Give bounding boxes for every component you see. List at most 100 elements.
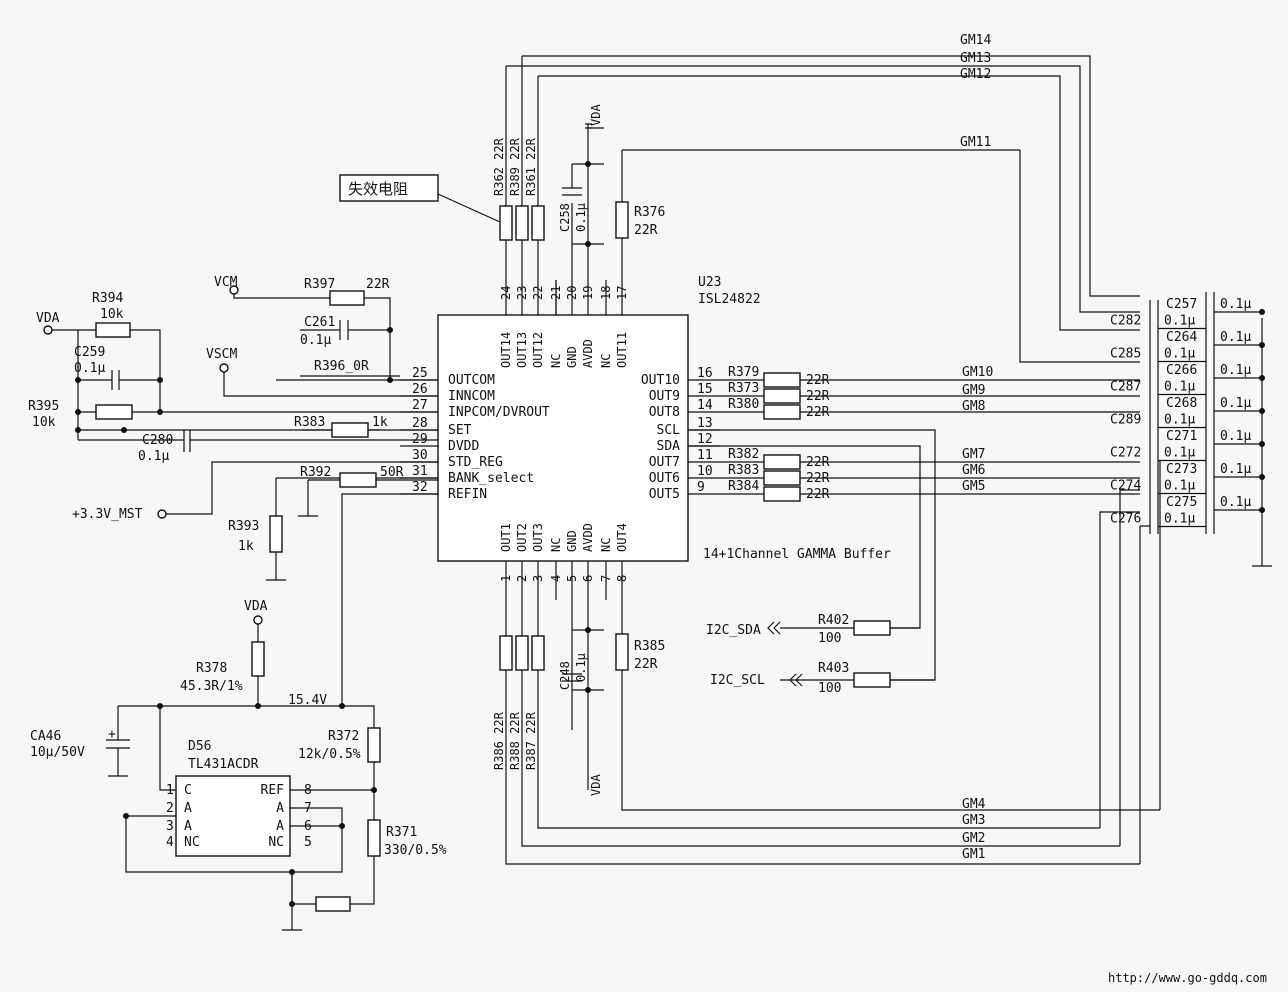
- vda-left-label: VDA: [36, 311, 60, 326]
- ic-pin-name: OUT6: [649, 471, 680, 486]
- cap-ref: C287: [1110, 380, 1141, 395]
- resistor-ref: R383: [728, 463, 759, 478]
- gm9-label: GM9: [962, 383, 985, 398]
- r395-value: 10k: [32, 415, 56, 430]
- r403-value: 100: [818, 681, 841, 696]
- cap-ref: C289: [1110, 413, 1141, 428]
- ic-pin-name: REFIN: [448, 487, 487, 502]
- ca46-plus: +: [108, 727, 116, 742]
- r383-left-label: R383: [294, 415, 325, 430]
- reg-pin-num: 3: [166, 819, 174, 834]
- ic-pin-num: 13: [697, 416, 713, 431]
- resistor-r387: [531, 635, 545, 671]
- ic-pin-num: 15: [697, 382, 713, 397]
- ic-caption: 14+1Channel GAMMA Buffer: [703, 547, 891, 562]
- c258-label: C258: [558, 203, 572, 232]
- r395-label: R395: [28, 399, 59, 414]
- cap-value: 0.1μ: [1164, 479, 1195, 494]
- r388-label: R388 22R: [508, 711, 522, 770]
- ic-pin-name: OUT3: [531, 523, 545, 552]
- r403-label: R403: [818, 661, 849, 676]
- i2c-scl-label: I2C_SCL: [710, 673, 765, 688]
- ic-pin-num: 25: [412, 366, 428, 381]
- ic-pin-name: OUT9: [649, 389, 680, 404]
- cap-value: 0.1μ: [1220, 462, 1251, 477]
- c259-plates: [111, 370, 120, 390]
- ca46-label: CA46: [30, 729, 61, 744]
- cap-value: 0.1μ: [1164, 512, 1195, 527]
- resistor-r371: [367, 819, 381, 857]
- cap-value: 0.1μ: [1164, 347, 1195, 362]
- tl431-label: TL431ACDR: [188, 757, 259, 772]
- r372-label: R372: [328, 729, 359, 744]
- resistor-r394: [95, 322, 131, 338]
- cap-value: 0.1μ: [1220, 495, 1251, 510]
- vscm-label: VSCM: [206, 347, 237, 362]
- ic-pin-name: OUTCOM: [448, 373, 495, 388]
- right-resistors: R37922RR37322RR38022RR38222RR38322RR3842…: [720, 365, 1140, 502]
- resistor-value: 22R: [806, 389, 830, 404]
- ic-pin-num: 10: [697, 464, 713, 479]
- vda-reg-label: VDA: [244, 599, 268, 614]
- resistor-r403: [853, 672, 891, 688]
- cap-value: 0.1μ: [1164, 413, 1195, 428]
- ic-pin-num: 26: [412, 382, 428, 397]
- ic-pin-num: 12: [697, 432, 713, 447]
- ic-pin-name: SCL: [657, 423, 681, 438]
- r371-value: 330/0.5%: [384, 843, 447, 858]
- ic-pin-num: 16: [697, 366, 713, 381]
- c248-label: C248: [558, 661, 572, 690]
- ic-pin-num: 11: [697, 448, 713, 463]
- resistor-r386: [499, 635, 513, 671]
- gm8-label: GM8: [962, 399, 985, 414]
- i2c-group: I2C_SDA R402 100 I2C_SCL R403 100: [706, 613, 935, 696]
- reg-pin-name: NC: [184, 835, 200, 850]
- ic-pin-num: 27: [412, 398, 428, 413]
- c280-value: 0.1μ: [138, 449, 169, 464]
- ic-pin-name: OUT13: [515, 332, 529, 368]
- ic-pin-name: NC: [549, 538, 563, 552]
- gm1-label: GM1: [962, 847, 985, 862]
- resistor-ref: R379: [728, 365, 759, 380]
- resistor-out: [763, 404, 801, 420]
- resistor-r393: [269, 515, 283, 553]
- resistor-out: [763, 486, 801, 502]
- r393-value: 1k: [238, 539, 254, 554]
- resistor-r402: [853, 620, 891, 636]
- resistor-ref: R373: [728, 381, 759, 396]
- resistor-out: [763, 470, 801, 486]
- ic-pin-name: OUT12: [531, 332, 545, 368]
- ic-pin-name: OUT8: [649, 405, 680, 420]
- resistor-value: 22R: [806, 471, 830, 486]
- gm4-label: GM4: [962, 797, 986, 812]
- i2c-sda-label: I2C_SDA: [706, 623, 761, 638]
- c258-value: 0.1μ: [574, 203, 588, 232]
- bottom-resistor-group: R386 22R R388 22R R387 22R C248 0.1μ VDA…: [492, 460, 1161, 865]
- r394-value: 10k: [100, 307, 124, 322]
- ic-pin-num: 14: [697, 398, 713, 413]
- c280-label: C280: [142, 433, 173, 448]
- resistor-r392: [339, 472, 377, 488]
- ic-pin-num: 32: [412, 480, 428, 495]
- reg-pin-name: A: [276, 819, 284, 834]
- cap-value: 0.1μ: [1164, 314, 1195, 329]
- reg-pin-num: 4: [166, 835, 174, 850]
- resistor-out: [763, 388, 801, 404]
- gm3-label: GM3: [962, 813, 985, 828]
- r383-left-value: 1k: [372, 415, 388, 430]
- resistor-r388: [515, 635, 529, 671]
- gm13-label: GM13: [960, 51, 991, 66]
- r392-label: R392: [300, 465, 331, 480]
- r394-label: R394: [92, 291, 123, 306]
- v154-label: 15.4V: [288, 693, 327, 708]
- ic-pin-name: NC: [549, 354, 563, 368]
- ic-pin-name: INNCOM: [448, 389, 495, 404]
- cap-value: 0.1μ: [1164, 380, 1195, 395]
- r387-label: R387 22R: [524, 711, 538, 770]
- right-resistor-group: R37922RR37322RR38022RR38222RR38322RR3842…: [688, 365, 1140, 681]
- gm6-label: GM6: [962, 463, 985, 478]
- gm10-label: GM10: [962, 365, 993, 380]
- footer-url: http://www.go-gddq.com: [1108, 971, 1267, 985]
- cap-ref: C285: [1110, 347, 1141, 362]
